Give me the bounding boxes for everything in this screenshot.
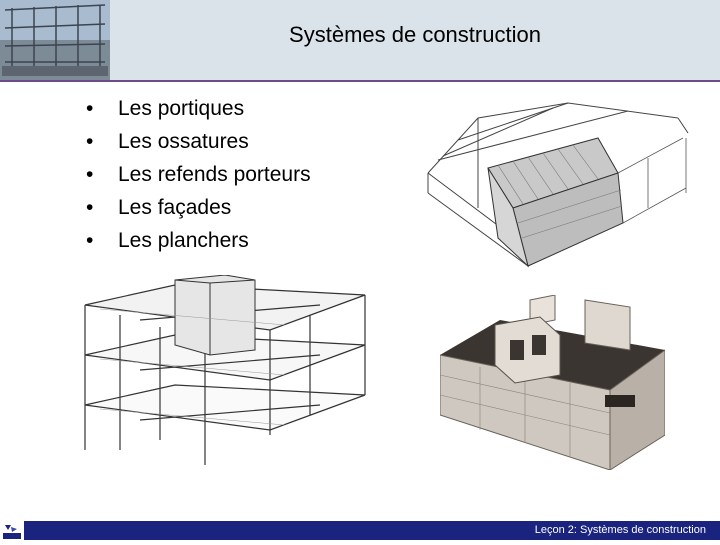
slide-footer: Leçon 2: Systèmes de construction bbox=[0, 521, 720, 540]
footer-bar: Leçon 2: Systèmes de construction bbox=[24, 521, 720, 540]
frame-structure-illustration bbox=[84, 275, 366, 465]
slide-header: Systèmes de construction bbox=[0, 0, 720, 82]
bullet-item: •Les portiques bbox=[86, 97, 245, 120]
bullet-item: •Les façades bbox=[86, 196, 232, 219]
febe-logo bbox=[2, 523, 22, 540]
construction-site-photo bbox=[0, 0, 110, 80]
bullet-list: •Les portiques •Les ossatures •Les refen… bbox=[86, 92, 311, 257]
portal-frame-building-illustration bbox=[427, 102, 689, 268]
load-bearing-walls-illustration bbox=[440, 295, 665, 470]
bullet-item: •Les ossatures bbox=[86, 130, 249, 153]
bullet-item: •Les planchers bbox=[86, 229, 249, 252]
slide-title: Systèmes de construction bbox=[289, 22, 541, 47]
footer-text: Leçon 2: Systèmes de construction bbox=[534, 524, 706, 536]
bullet-item: •Les refends porteurs bbox=[86, 163, 311, 186]
